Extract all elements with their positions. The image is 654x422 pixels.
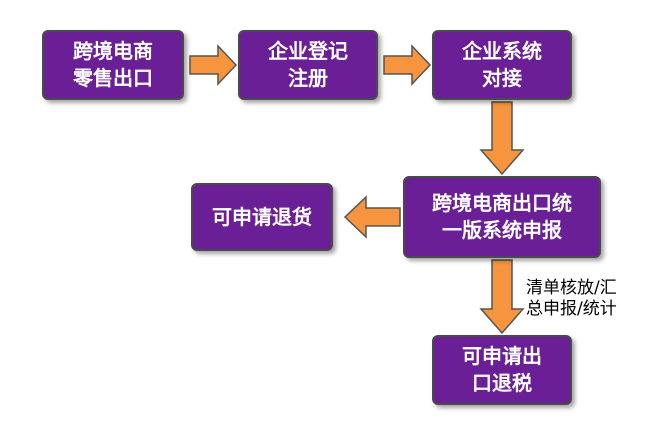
arrow-down-2 <box>479 259 525 335</box>
node-label-line1: 企业登记 <box>268 39 348 63</box>
node-label-line2: 对接 <box>482 66 522 90</box>
flow-annotation: 清单核放/汇 总申报/统计 <box>526 278 617 321</box>
annotation-line2: 总申报/统计 <box>526 299 617 320</box>
arrow-down-1 <box>479 101 525 176</box>
node-label-line1: 企业系统 <box>462 39 542 63</box>
node-label-line2: 口退税 <box>472 371 532 395</box>
arrow-right-1 <box>189 44 238 86</box>
node-unified-declaration: 跨境电商出口统 一版系统申报 <box>403 176 601 258</box>
arrow-right-2 <box>383 44 432 86</box>
annotation-line1: 清单核放/汇 <box>526 278 617 298</box>
node-label-line1: 跨境电商 <box>73 39 153 63</box>
arrow-left-1 <box>343 195 401 239</box>
node-label-line2: 一版系统申报 <box>442 218 562 242</box>
node-enterprise-system-connection: 企业系统 对接 <box>432 30 572 100</box>
node-label-line1: 跨境电商出口统 <box>432 191 572 215</box>
node-label-line1: 可申请出 <box>462 344 542 368</box>
node-label-line1: 可申请退货 <box>212 204 312 229</box>
node-label-line2: 零售出口 <box>73 66 153 90</box>
node-returns-allowed: 可申请退货 <box>191 183 333 251</box>
node-cross-border-retail-export: 跨境电商 零售出口 <box>42 30 184 100</box>
node-label-line2: 注册 <box>288 66 328 90</box>
node-tax-refund: 可申请出 口退税 <box>432 335 572 405</box>
node-enterprise-registration: 企业登记 注册 <box>238 30 378 100</box>
